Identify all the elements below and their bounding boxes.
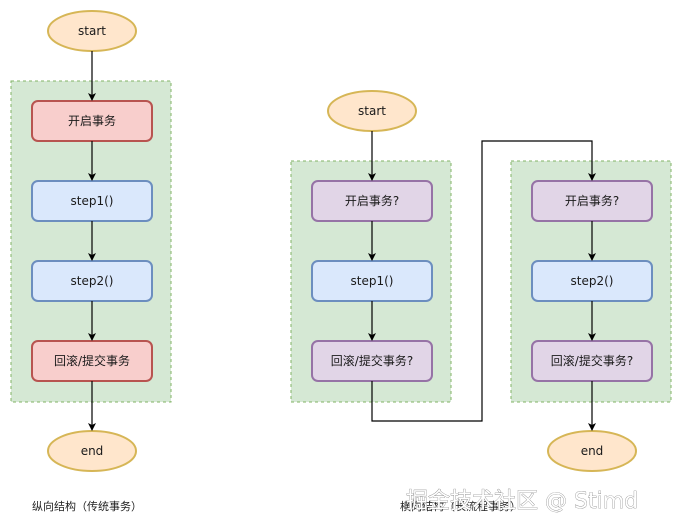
right-g1-commit-node[interactable]: 回滚/提交事务? xyxy=(311,340,433,382)
left-end-label: end xyxy=(81,444,104,458)
right-g2-open-transaction-node[interactable]: 开启事务? xyxy=(531,180,653,222)
left-commit-node[interactable]: 回滚/提交事务 xyxy=(31,340,153,382)
left-step1-label: step1() xyxy=(71,194,114,208)
right-end-label: end xyxy=(581,444,604,458)
right-g2-open-transaction-label: 开启事务? xyxy=(565,193,619,208)
right-g2-step2-node[interactable]: step2() xyxy=(531,260,653,302)
watermark: 掘金技术社区 @ Stimd xyxy=(406,489,638,514)
right-caption: 横向结构（长流程事务） xyxy=(400,499,521,513)
right-start-label: start xyxy=(358,104,386,118)
right-g1-step1-label: step1() xyxy=(351,274,394,288)
left-open-transaction-label: 开启事务 xyxy=(68,113,116,128)
right-g2-commit-node[interactable]: 回滚/提交事务? xyxy=(531,340,653,382)
left-commit-label: 回滚/提交事务 xyxy=(54,353,130,368)
left-step2-label: step2() xyxy=(71,274,114,288)
right-g2-commit-label: 回滚/提交事务? xyxy=(551,353,633,368)
right-g1-commit-label: 回滚/提交事务? xyxy=(331,353,413,368)
right-g1-step1-node[interactable]: step1() xyxy=(311,260,433,302)
left-caption: 纵向结构（传统事务） xyxy=(32,499,142,513)
left-step2-node[interactable]: step2() xyxy=(31,260,153,302)
left-start-node[interactable]: start xyxy=(47,10,137,52)
right-g1-open-transaction-node[interactable]: 开启事务? xyxy=(311,180,433,222)
right-end-node[interactable]: end xyxy=(547,430,637,472)
left-step1-node[interactable]: step1() xyxy=(31,180,153,222)
right-g1-open-transaction-label: 开启事务? xyxy=(345,193,399,208)
right-start-node[interactable]: start xyxy=(327,90,417,132)
right-g2-step2-label: step2() xyxy=(571,274,614,288)
left-end-node[interactable]: end xyxy=(47,430,137,472)
left-open-transaction-node[interactable]: 开启事务 xyxy=(31,100,153,142)
left-start-label: start xyxy=(78,24,106,38)
right-edge-group1-to-group2 xyxy=(371,140,596,422)
